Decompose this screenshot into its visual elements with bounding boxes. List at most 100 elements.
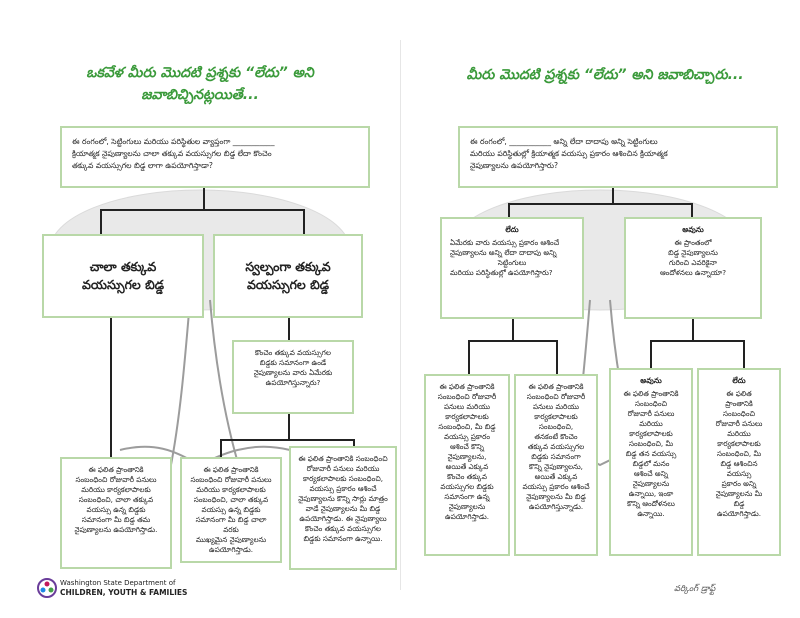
question-line: తక్కువ వయస్సుగల బిడ్డ లాగా ఉపయోగిస్తాడా? <box>72 161 213 170</box>
question-line: మరియు పరిస్థితుల్లో క్రియాత్మక వయస్సు ప్… <box>470 149 668 158</box>
outcome-line: ఉపయోగిస్తున్నాడు. <box>528 502 584 511</box>
outcome-line: సమానంగా మీ బిడ్డ తమ <box>81 515 151 524</box>
option-label: చాలా తక్కువ <box>89 259 157 274</box>
branch-line: మరియు పరిస్థితుల్లో ఉపయోగిస్తారు? <box>450 268 553 277</box>
outcome-line: ఉపయోగిస్తాడు. <box>444 512 490 521</box>
dcyf-logo-icon <box>37 578 57 598</box>
outcome-line: బిడ్డ <box>733 499 745 508</box>
branch-line: సెట్టింగులు <box>497 258 527 267</box>
outcome-line: పనులు మరియు <box>443 402 491 411</box>
outcome-line: కార్యకలాపాలకు <box>717 439 761 448</box>
connector-line <box>691 203 693 217</box>
outcome-line: వయస్సు <box>726 469 752 478</box>
connector-line <box>468 340 558 342</box>
outcome-line: సంబంధించి, మీ <box>716 449 762 458</box>
outcome-line: నైపుణ్యాలను <box>632 479 670 488</box>
outcome-line: కొంచెం తక్కువ వయస్సుగల <box>305 524 381 533</box>
right-no-box: లేదు ఏమేరకు వారు వయస్సు ప్రకారం ఆశించే న… <box>440 217 584 319</box>
left-title: ఒకవేళ మీరు మొదటి ప్రశ్నకు “లేదు” అని జవా… <box>40 62 360 106</box>
outcome-line: పనులు మరియు <box>532 402 580 411</box>
outcome-line: ఈ ఫలిత ప్రాంతానికి సంబంధించి <box>298 454 388 463</box>
outcome-line: నైపుణ్యాలను ఉపయోగిస్తాడు. <box>74 525 158 534</box>
outcome-line: ఉన్నాయి, ఇంకా <box>628 489 674 498</box>
outcome-header: లేదు <box>732 376 746 385</box>
connector-line <box>288 414 290 440</box>
sub-question-line: నైపుణ్యాలను వారు ఏమేరకు <box>253 368 333 377</box>
connector-line <box>288 318 290 340</box>
option-label: వయస్సుగల బిడ్డ <box>247 277 329 292</box>
outcome-line: కొన్ని ఆందోళనలు <box>627 499 675 508</box>
right-question-box: ఈ రంగంలో, ___________ అన్ని లేదా దాదాపు … <box>458 126 778 188</box>
outcome-line: ఈ ఫలిత <box>726 389 752 398</box>
outcome-line: తక్కువ వయస్సుగల <box>527 442 585 451</box>
outcome-line: వయస్సు ప్రకారం ఆశించే <box>309 484 377 493</box>
connector-line <box>612 188 614 204</box>
sub-question-line: కొంచెం తక్కువ వయస్సుగల <box>255 348 331 357</box>
outcome-line: ప్రాంతానికి <box>725 399 753 408</box>
connector-line <box>692 319 694 341</box>
option-label: స్వల్పంగా తక్కువ <box>245 259 331 274</box>
branch-line: గురించి ఎవరికైనా <box>668 258 718 267</box>
outcome-line: రోజువారీ పనులు <box>715 419 763 428</box>
outcome-line: నైపుణ్యాలను కొన్ని సార్లు మాత్రం <box>298 494 388 503</box>
outcome-line: సంబంధించి, చాలా తక్కువ <box>78 495 154 504</box>
branch-line: నైపుణ్యాలను అన్ని లేదా దాదాపు అన్ని <box>450 248 557 257</box>
outcome-line: సంబంధించి, చాలా తక్కువ <box>193 495 269 504</box>
outcome-line: మరియు కార్యకలాపాలకు <box>196 485 266 494</box>
outcome-line: ఉపయోగిస్తాడు. ఈ నైపుణ్యాలు <box>299 514 387 523</box>
outcome-line: బిడ్డ తన వయస్సు <box>625 449 677 458</box>
outcome-line: తనకంటే కొంచెం <box>534 432 578 441</box>
outcome-line: బిడ్డకు సమానంగా <box>531 452 581 461</box>
outcome-line: కొన్ని నైపుణ్యాలను, <box>529 462 583 471</box>
branch-line: బిడ్డ నైపుణ్యాలను <box>668 248 718 257</box>
org-line2: CHILDREN, YOUTH & FAMILIES <box>60 588 188 597</box>
outcome-line: వయస్సు ఉన్న బిడ్డకు <box>201 505 261 514</box>
outcome-line: రోజువారీ పనులు <box>627 409 675 418</box>
question-line: ఈ రంగంలో, సెట్టింగులు మరియు పరిస్థితుల వ… <box>72 137 275 146</box>
outcome-line: ఆశించే అన్ని <box>633 469 669 478</box>
outcome-line: సంబంధించి రోజువారీ పనులు <box>190 475 272 484</box>
outcome-line: సంబంధించి రోజువారీ <box>526 392 586 401</box>
branch-line: ఏమేరకు వారు వయస్సు ప్రకారం ఆశించే <box>450 238 560 247</box>
outcome-line: సంబంధించి రోజువారీ పనులు <box>75 475 157 484</box>
outcome-line: సంబంధించి రోజువారీ <box>437 392 497 401</box>
outcome-line: ఈ ఫలిత ప్రాంతానికి <box>88 465 144 474</box>
outcome-line: ముఖ్యమైన నైపుణ్యాలను <box>195 535 267 544</box>
org-name: Washington State Department of CHILDREN,… <box>60 579 187 597</box>
outcome-line: ఈ ఫలిత ప్రాంతానికి <box>528 382 584 391</box>
outcome-header: అవును <box>640 376 662 385</box>
outcome-line: కార్యకలాపాలకు <box>629 429 673 438</box>
page-divider <box>400 40 401 590</box>
outcome-line: బిడ్డకు సమానంగా ఉన్నాయి. <box>303 534 383 543</box>
outcome-line: నైపుణ్యాలను, <box>447 452 487 461</box>
outcome-line: బిడ్డలో మనం <box>632 459 670 468</box>
outcome-line: రోజువారీ పనులు మరియు <box>306 464 380 473</box>
sub-question-line: బిడ్డకు సమానంగా ఉండే <box>259 358 327 367</box>
left-outcome-box: ఈ ఫలిత ప్రాంతానికి సంబంధించి రోజువారీ పన… <box>180 457 282 563</box>
connector-line <box>110 318 112 458</box>
outcome-line: ఈ ఫలిత ప్రాంతానికి <box>203 465 259 474</box>
outcome-line: సంబంధించి <box>635 399 667 408</box>
outcome-line: వయస్సు ప్రకారం <box>443 432 491 441</box>
branch-line: ఆందోళనలు ఉన్నాయా? <box>659 268 727 277</box>
connector-line <box>100 209 305 211</box>
connector-line <box>650 340 652 368</box>
right-yes-box: అవును ఈ ప్రాంతంలో బిడ్డ నైపుణ్యాలను గురి… <box>624 217 762 319</box>
outcome-line: కార్యకలాపాలకు <box>534 412 578 421</box>
connector-line <box>743 340 745 368</box>
outcome-line: సంబంధించి, మీ బిడ్డ <box>438 422 496 431</box>
connector-line <box>468 340 470 374</box>
left-title-line: జవాబిచ్చినట్లయితే... <box>141 87 259 103</box>
left-title-line: ఒకవేళ మీరు మొదటి ప్రశ్నకు “లేదు” అని <box>86 65 314 81</box>
outcome-line: సంబంధించి <box>723 409 755 418</box>
outcome-line: నైపుణ్యాలను మీ <box>715 489 763 498</box>
outcome-line: ఈ ఫలిత ప్రాంతానికి <box>439 382 495 391</box>
connector-line <box>650 340 745 342</box>
outcome-line: సమానంగా మీ బిడ్డ చాలా వరకు <box>195 515 267 534</box>
outcome-line: ప్రకారం అన్ని <box>721 479 757 488</box>
right-outcome-box: అవును ఈ ఫలిత ప్రాంతానికి సంబంధించి రోజువ… <box>609 368 693 556</box>
outcome-line: సంబంధించి, మీ <box>628 439 674 448</box>
outcome-line: ఉపయోగిస్తాడు. <box>716 509 762 518</box>
branch-line: ఈ ప్రాంతంలో <box>674 238 712 247</box>
connector-line <box>220 439 355 441</box>
